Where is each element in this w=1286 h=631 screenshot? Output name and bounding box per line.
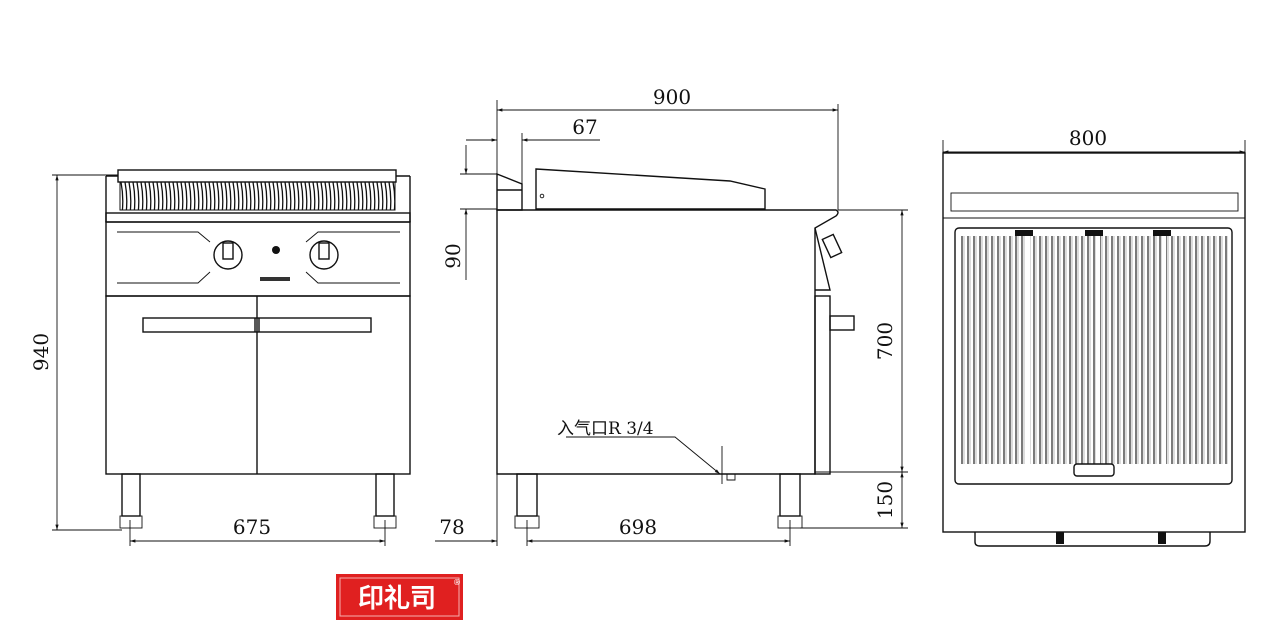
igniter-button[interactable] <box>272 246 280 254</box>
logo-text: 印礼司 <box>358 583 436 614</box>
leg-span-dim-698: 698 <box>619 515 657 539</box>
cabinet <box>105 295 411 475</box>
top-view: 800 <box>942 126 1246 547</box>
front-offset-dim-78: 78 <box>439 515 464 539</box>
door-handle[interactable] <box>142 317 372 333</box>
gas-inlet-note: 入气口R 3/4 <box>557 419 654 439</box>
leg-span-dim-675: 675 <box>233 515 271 539</box>
brand-logo: 印礼司 ® <box>336 574 463 620</box>
depth-dim-900: 900 <box>653 85 691 109</box>
registered-mark: ® <box>453 578 461 587</box>
grease-tray-handle[interactable] <box>1073 463 1115 477</box>
leg-height-dim-150: 150 <box>873 481 897 519</box>
top-height-dim-90: 90 <box>441 243 465 268</box>
gas-inlet <box>714 446 738 484</box>
body-height-dim-700: 700 <box>873 322 897 360</box>
brand-plate <box>260 277 290 281</box>
side-view: 900 67 90 700 150 78 698 入气口R 3/4 <box>435 85 908 546</box>
width-dim-800: 800 <box>1069 126 1107 150</box>
right-knob[interactable] <box>309 240 339 270</box>
left-knob[interactable] <box>213 240 243 270</box>
top-offset-dim-67: 67 <box>572 115 597 139</box>
front-view: 940 675 <box>29 169 411 546</box>
height-dim-940: 940 <box>29 333 53 371</box>
control-panel <box>105 221 411 297</box>
side-knob <box>821 233 843 259</box>
